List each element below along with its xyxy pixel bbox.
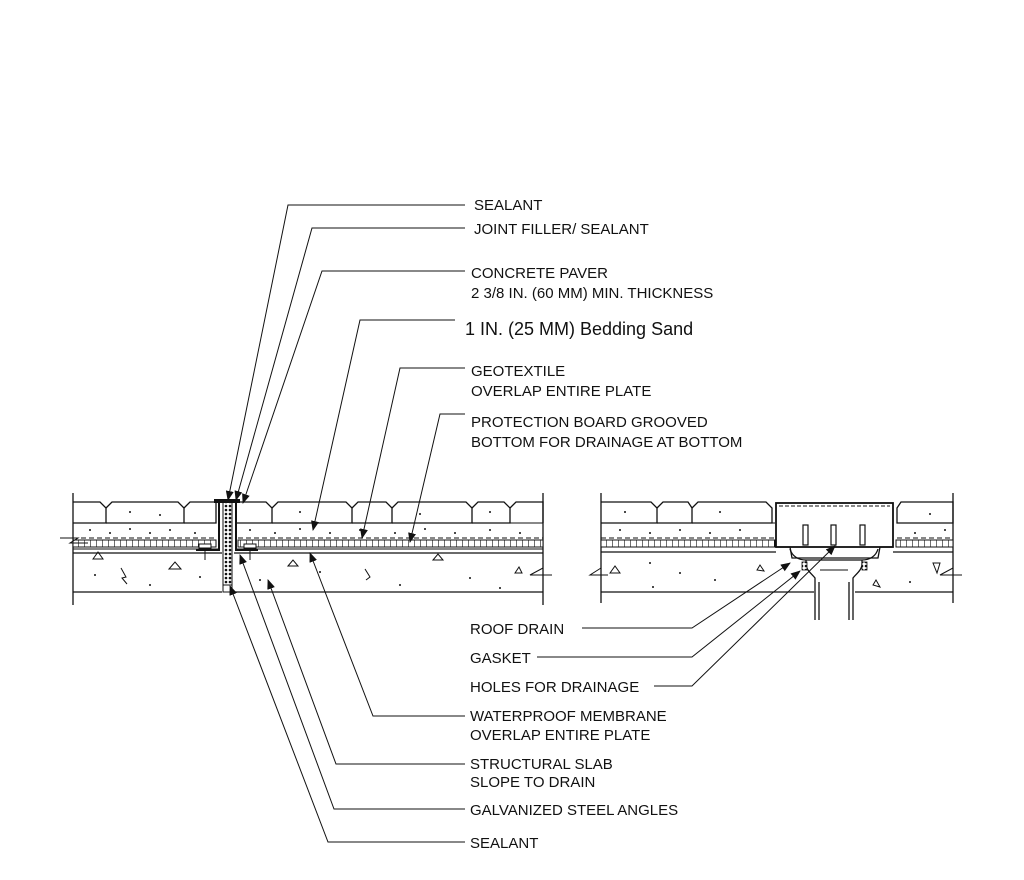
label-sealant-top: SEALANT (474, 197, 542, 214)
label-roof-drain: ROOF DRAIN (470, 621, 564, 638)
label-bedding-sand: 1 IN. (25 MM) Bedding Sand (465, 319, 693, 339)
label-protection-board-note: BOTTOM FOR DRAINAGE AT BOTTOM (471, 434, 742, 451)
drain-grate (775, 502, 894, 548)
steel-angle-left (196, 502, 220, 551)
concrete-pavers-left (73, 501, 217, 524)
left-section (60, 493, 552, 605)
label-protection-board: PROTECTION BOARD GROOVED (471, 414, 708, 431)
label-holes-for-drainage: HOLES FOR DRAINAGE (470, 679, 639, 696)
label-galvanized-steel-angles: GALVANIZED STEEL ANGLES (470, 802, 678, 819)
label-structural-slab-note: SLOPE TO DRAIN (470, 774, 595, 791)
slab-aggregate-left (92, 551, 523, 585)
sealant-cap (214, 499, 240, 503)
roof-drain-body (776, 546, 893, 620)
steel-angle-right (235, 502, 258, 551)
protection-board-left (72, 539, 217, 548)
label-joint-filler: JOINT FILLER/ SEALANT (474, 221, 649, 238)
label-concrete-paver: CONCRETE PAVER (471, 265, 608, 282)
protection-board-right (237, 539, 544, 548)
label-structural-slab: STRUCTURAL SLAB (470, 756, 613, 773)
sand-dots (89, 511, 521, 589)
leader-lines (225, 204, 836, 843)
label-sealant-bottom: SEALANT (470, 835, 538, 852)
right-section (588, 493, 962, 620)
label-gasket: GASKET (470, 650, 531, 667)
joint-filler (222, 499, 233, 593)
label-waterproof-membrane-note: OVERLAP ENTIRE PLATE (470, 727, 650, 744)
callout-labels: SEALANT JOINT FILLER/ SEALANT CONCRETE P… (465, 197, 742, 852)
label-geotextile-note: OVERLAP ENTIRE PLATE (471, 383, 651, 400)
label-geotextile: GEOTEXTILE (471, 363, 565, 380)
label-concrete-paver-thickness: 2 3/8 IN. (60 MM) MIN. THICKNESS (471, 285, 713, 302)
concrete-pavers-right (236, 501, 544, 524)
label-waterproof-membrane: WATERPROOF MEMBRANE (470, 708, 667, 725)
